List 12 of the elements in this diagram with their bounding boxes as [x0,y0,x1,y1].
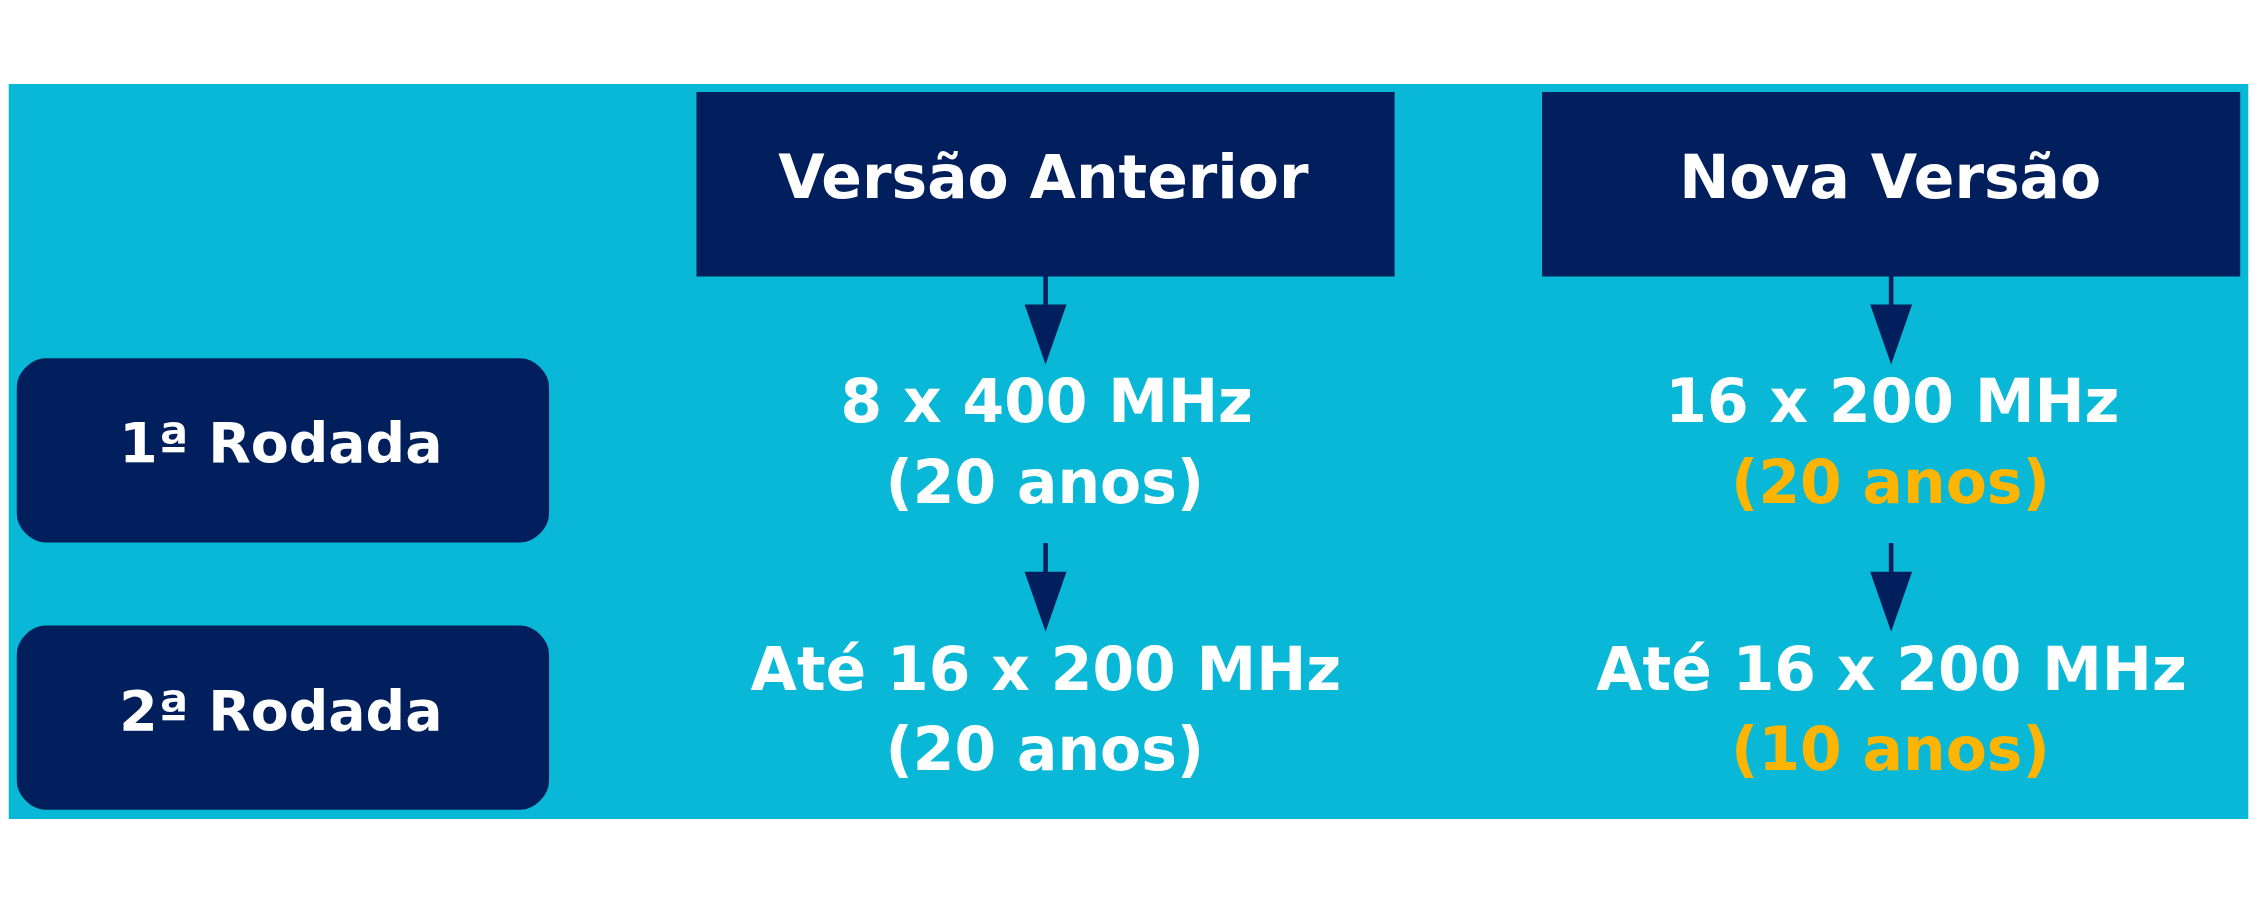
node-text: 16 x 200 MHz (20 anos) [1665,365,2120,517]
node-text: Até 16 x 200 MHz (20 anos) [750,633,1342,784]
node-text: Até 16 x 200 MHz (10 anos) [1596,633,2187,784]
node-text: 8 x 400 MHz (20 anos) [840,365,1253,517]
arrow [1024,275,1067,364]
node-box: Versão Anterior [696,91,1395,276]
node-box: Nova Versão [1542,91,2241,276]
node-box: 2ª Rodada [16,624,549,810]
arrow [1024,542,1067,632]
arrow [1870,275,1913,364]
node-box: 1ª Rodada [16,357,549,542]
arrow [1870,542,1913,632]
